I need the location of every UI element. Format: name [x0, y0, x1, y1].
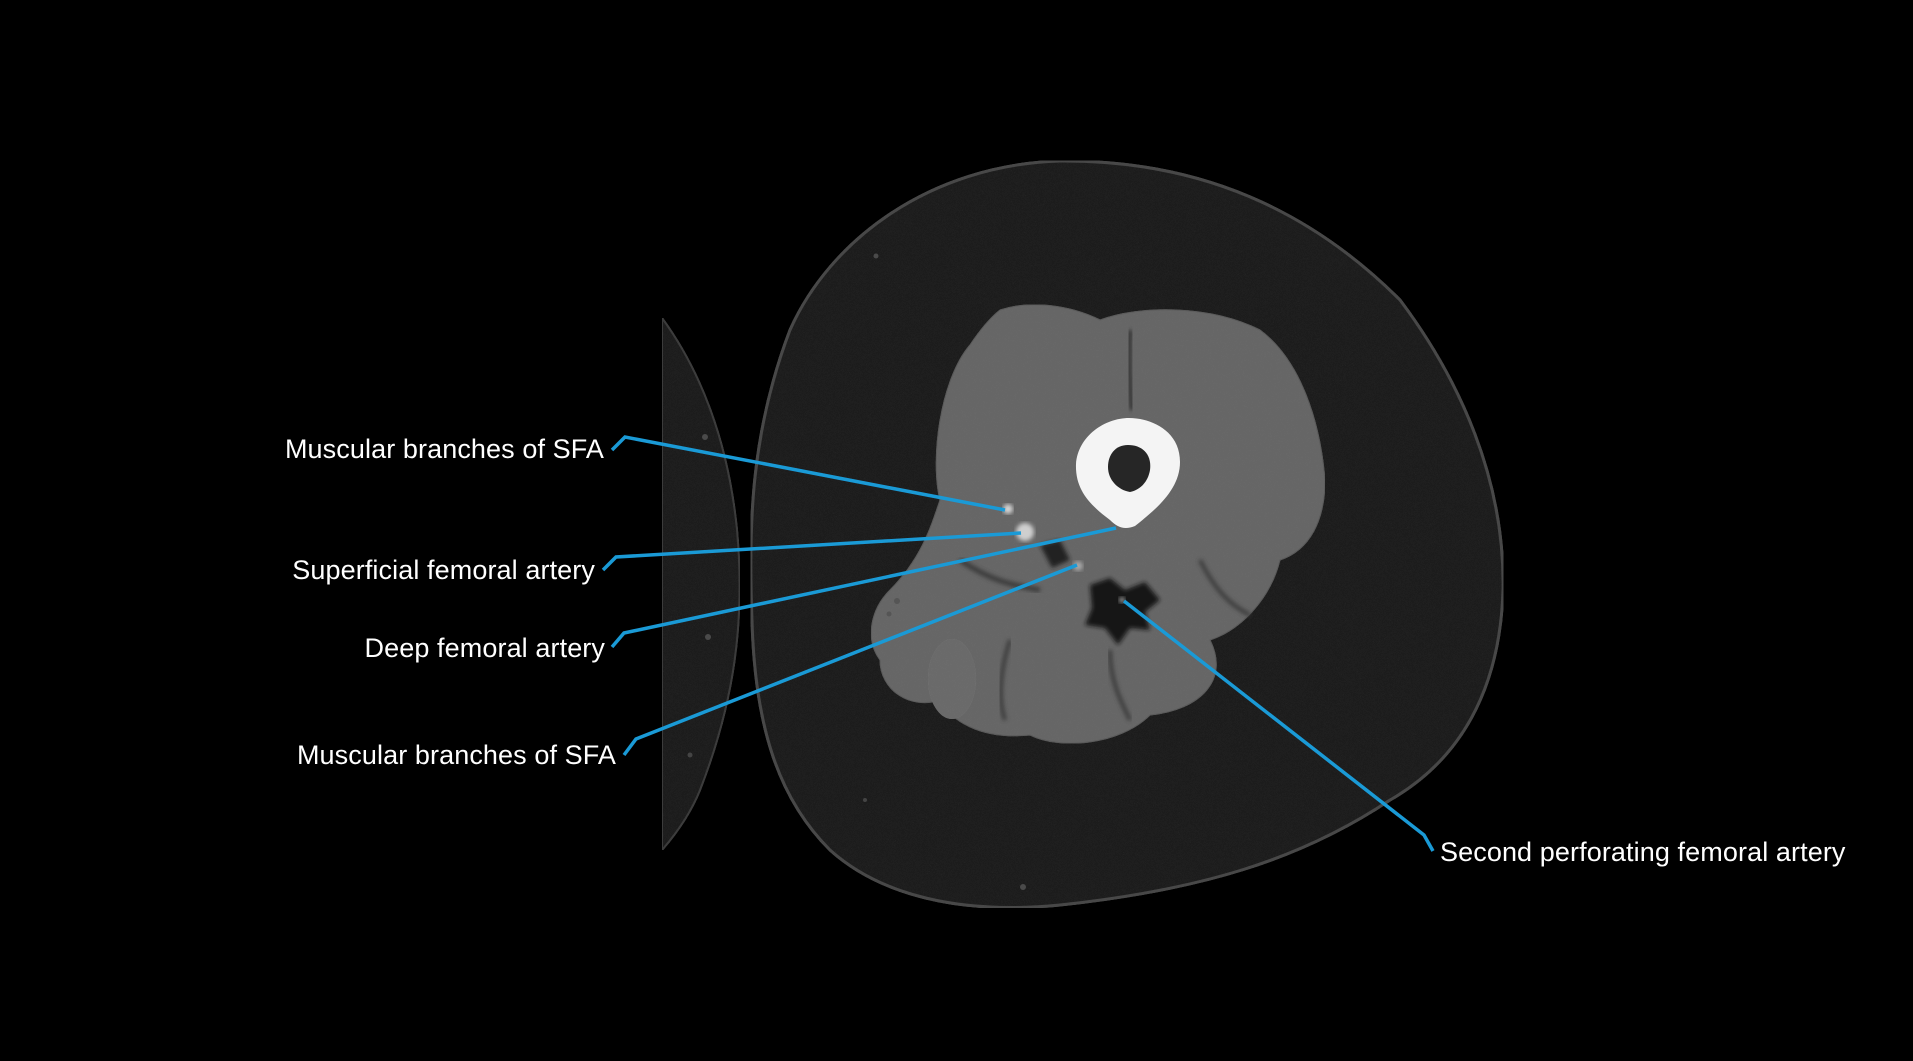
label-muscular-branches-sfa-lower: Muscular branches of SFA [296, 740, 616, 770]
leader-line-deep-femoral-artery [610, 526, 1117, 649]
label-muscular-branches-sfa-upper: Muscular branches of SFA [284, 434, 604, 464]
leader-line-muscular-branches-upper [610, 435, 1006, 512]
leader-line-second-perforating-artery [1122, 599, 1435, 852]
contralateral-limb-slice [662, 316, 741, 852]
label-deep-femoral-artery: Deep femoral artery [364, 633, 605, 663]
leader-line-superficial-femoral-artery [601, 531, 1022, 572]
thigh-cross-section [749, 159, 1505, 909]
label-superficial-femoral-artery: Superficial femoral artery [292, 555, 595, 585]
label-second-perforating-femoral-artery: Second perforating femoral artery [1440, 837, 1846, 867]
femur-bone [1075, 418, 1180, 528]
leader-line-muscular-branches-lower [622, 563, 1078, 757]
leader-lines [601, 435, 1435, 852]
